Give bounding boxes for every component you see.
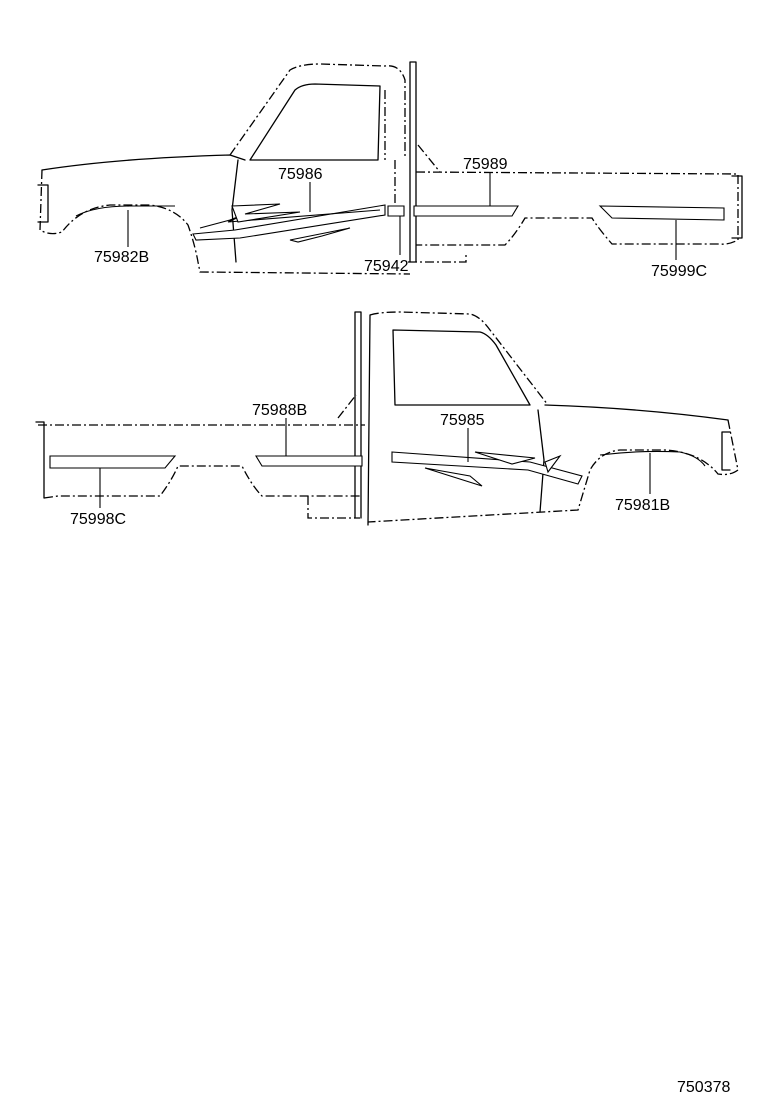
figure-id: 750378 [677,1079,730,1096]
label-75998c: 75998C [70,511,126,528]
label-75989: 75989 [463,156,508,173]
truck-right-side [35,311,739,526]
truck-left-side [37,61,743,275]
label-75985: 75985 [440,412,485,429]
label-75999c: 75999C [651,263,707,280]
label-75981b: 75981B [615,497,670,514]
leader-lines [99,172,677,508]
label-75988b: 75988B [252,402,307,419]
label-75986: 75986 [278,166,323,183]
label-75942: 75942 [364,258,409,275]
label-75982b: 75982B [94,249,149,266]
